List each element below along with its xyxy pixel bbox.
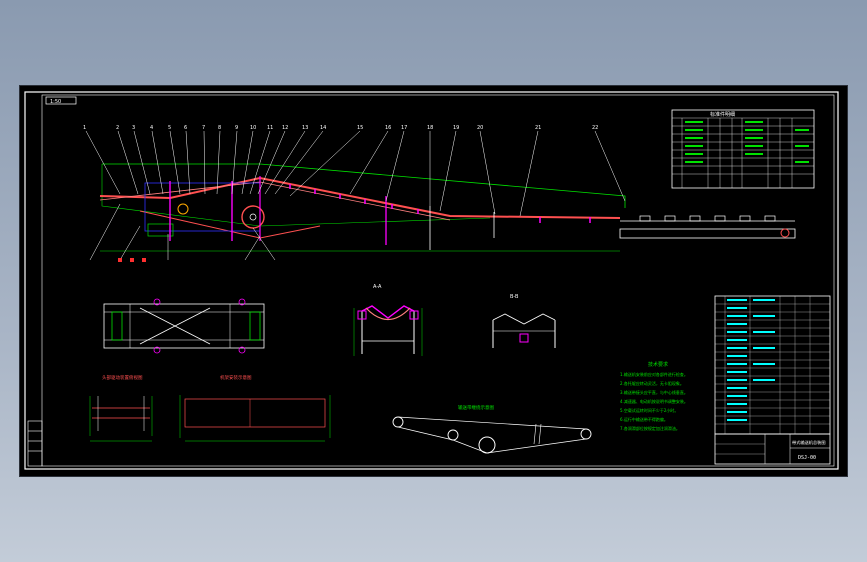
belt-diagram-label: 输送带缠绕示意图 — [458, 404, 494, 411]
section-b-b-label: B-B — [510, 294, 519, 300]
frame-install-dimension-view — [179, 395, 331, 442]
callout-2: 2 — [116, 125, 119, 131]
callout-10: 10 — [250, 125, 256, 131]
callout-8: 8 — [218, 125, 221, 131]
cad-model-viewport[interactable]: 1:50 — [20, 86, 847, 476]
drawing-border — [24, 91, 839, 470]
parts-table-title: 标准件明细 — [710, 111, 735, 118]
revision-box — [27, 420, 43, 467]
view-left-label: 头部驱动装置俯视图 — [102, 374, 143, 381]
tail-pulley — [780, 228, 790, 238]
drawing-inner-border — [41, 94, 835, 467]
belt-winding-diagram: 输送带缠绕示意图 — [392, 404, 592, 454]
return-belt — [139, 210, 321, 239]
tech-note-3: 3.输送带接头应平直，与中心线垂直。 — [620, 389, 688, 395]
conveyor-assembly-drawing: 1:50 — [24, 91, 839, 470]
tech-note-1: 1.输送机安装前应对各部件进行检查。 — [620, 371, 688, 377]
motor-base — [147, 223, 174, 237]
callout-22: 22 — [592, 125, 598, 131]
frame-plan-view — [103, 298, 265, 354]
bill-of-materials — [714, 295, 831, 435]
bottom-callout-leaders — [89, 203, 276, 261]
carrying-rollers — [289, 184, 591, 223]
drive-plan-dimension-view — [89, 396, 153, 442]
technical-requirements: 技术要求 1.输送机安装前应对各部件进行检查。 2.各托辊应转动灵活，无卡阻现象… — [620, 361, 688, 431]
drive-pulley — [241, 205, 265, 229]
callout-19: 19 — [453, 125, 459, 131]
drive-pulley-hub — [249, 213, 257, 221]
tech-note-7: 7.各润滑部位按规定加注润滑油。 — [620, 425, 680, 431]
tension-pulley — [177, 203, 189, 215]
title-tab-label: 1:50 — [50, 99, 61, 105]
section-a-a-label: A-A — [373, 284, 382, 290]
callout-14: 14 — [320, 125, 326, 131]
section-b-b: B-B — [492, 294, 556, 348]
tech-note-2: 2.各托辊应转动灵活，无卡阻现象。 — [620, 380, 684, 386]
tech-note-4: 4.减速器、电动机按说明书调整安装。 — [620, 398, 688, 404]
main-elevation-view: 1 2 3 4 5 6 7 8 9 10 11 12 13 14 15 16 1… — [83, 125, 796, 262]
tail-frame — [619, 228, 796, 239]
tech-note-6: 6.运行中输送带不得跑偏。 — [620, 416, 668, 422]
callout-15: 15 — [357, 125, 363, 131]
callout-5: 5 — [168, 125, 171, 131]
conveyor-belt-upper — [99, 176, 621, 219]
callout-16: 16 — [385, 125, 391, 131]
title-tab — [45, 96, 77, 105]
callout-3: 3 — [132, 125, 135, 131]
callout-17: 17 — [401, 125, 407, 131]
section-a-a: A-A — [353, 284, 423, 356]
title-block-code: DSJ-00 — [798, 455, 816, 461]
callout-18: 18 — [427, 125, 433, 131]
tech-note-5: 5.空载试运转时间不少于2小时。 — [620, 407, 678, 413]
callout-1: 1 — [83, 125, 86, 131]
callout-labels: 1 2 3 4 5 6 7 8 9 10 11 12 13 14 15 16 1… — [83, 125, 598, 131]
callout-leaders — [85, 130, 626, 217]
callout-11: 11 — [267, 125, 273, 131]
tail-rollers — [639, 215, 776, 222]
standard-parts-table: 标准件明细 — [671, 109, 815, 189]
callout-21: 21 — [535, 125, 541, 131]
tech-title: 技术要求 — [648, 361, 668, 368]
callout-6: 6 — [184, 125, 187, 131]
conveyor-envelope-bottom — [101, 164, 491, 227]
callout-7: 7 — [202, 125, 205, 131]
callout-12: 12 — [282, 125, 288, 131]
callout-13: 13 — [302, 125, 308, 131]
view-right-label: 机架安装示意图 — [220, 374, 252, 381]
callout-4: 4 — [150, 125, 153, 131]
callout-9: 9 — [235, 125, 238, 131]
conveyor-envelope-top — [102, 163, 626, 208]
title-block-name: 带式输送机总装图 — [792, 439, 826, 446]
bottom-markers — [118, 258, 146, 262]
callout-20: 20 — [477, 125, 483, 131]
title-block: 带式输送机总装图 DSJ-00 — [714, 433, 831, 465]
